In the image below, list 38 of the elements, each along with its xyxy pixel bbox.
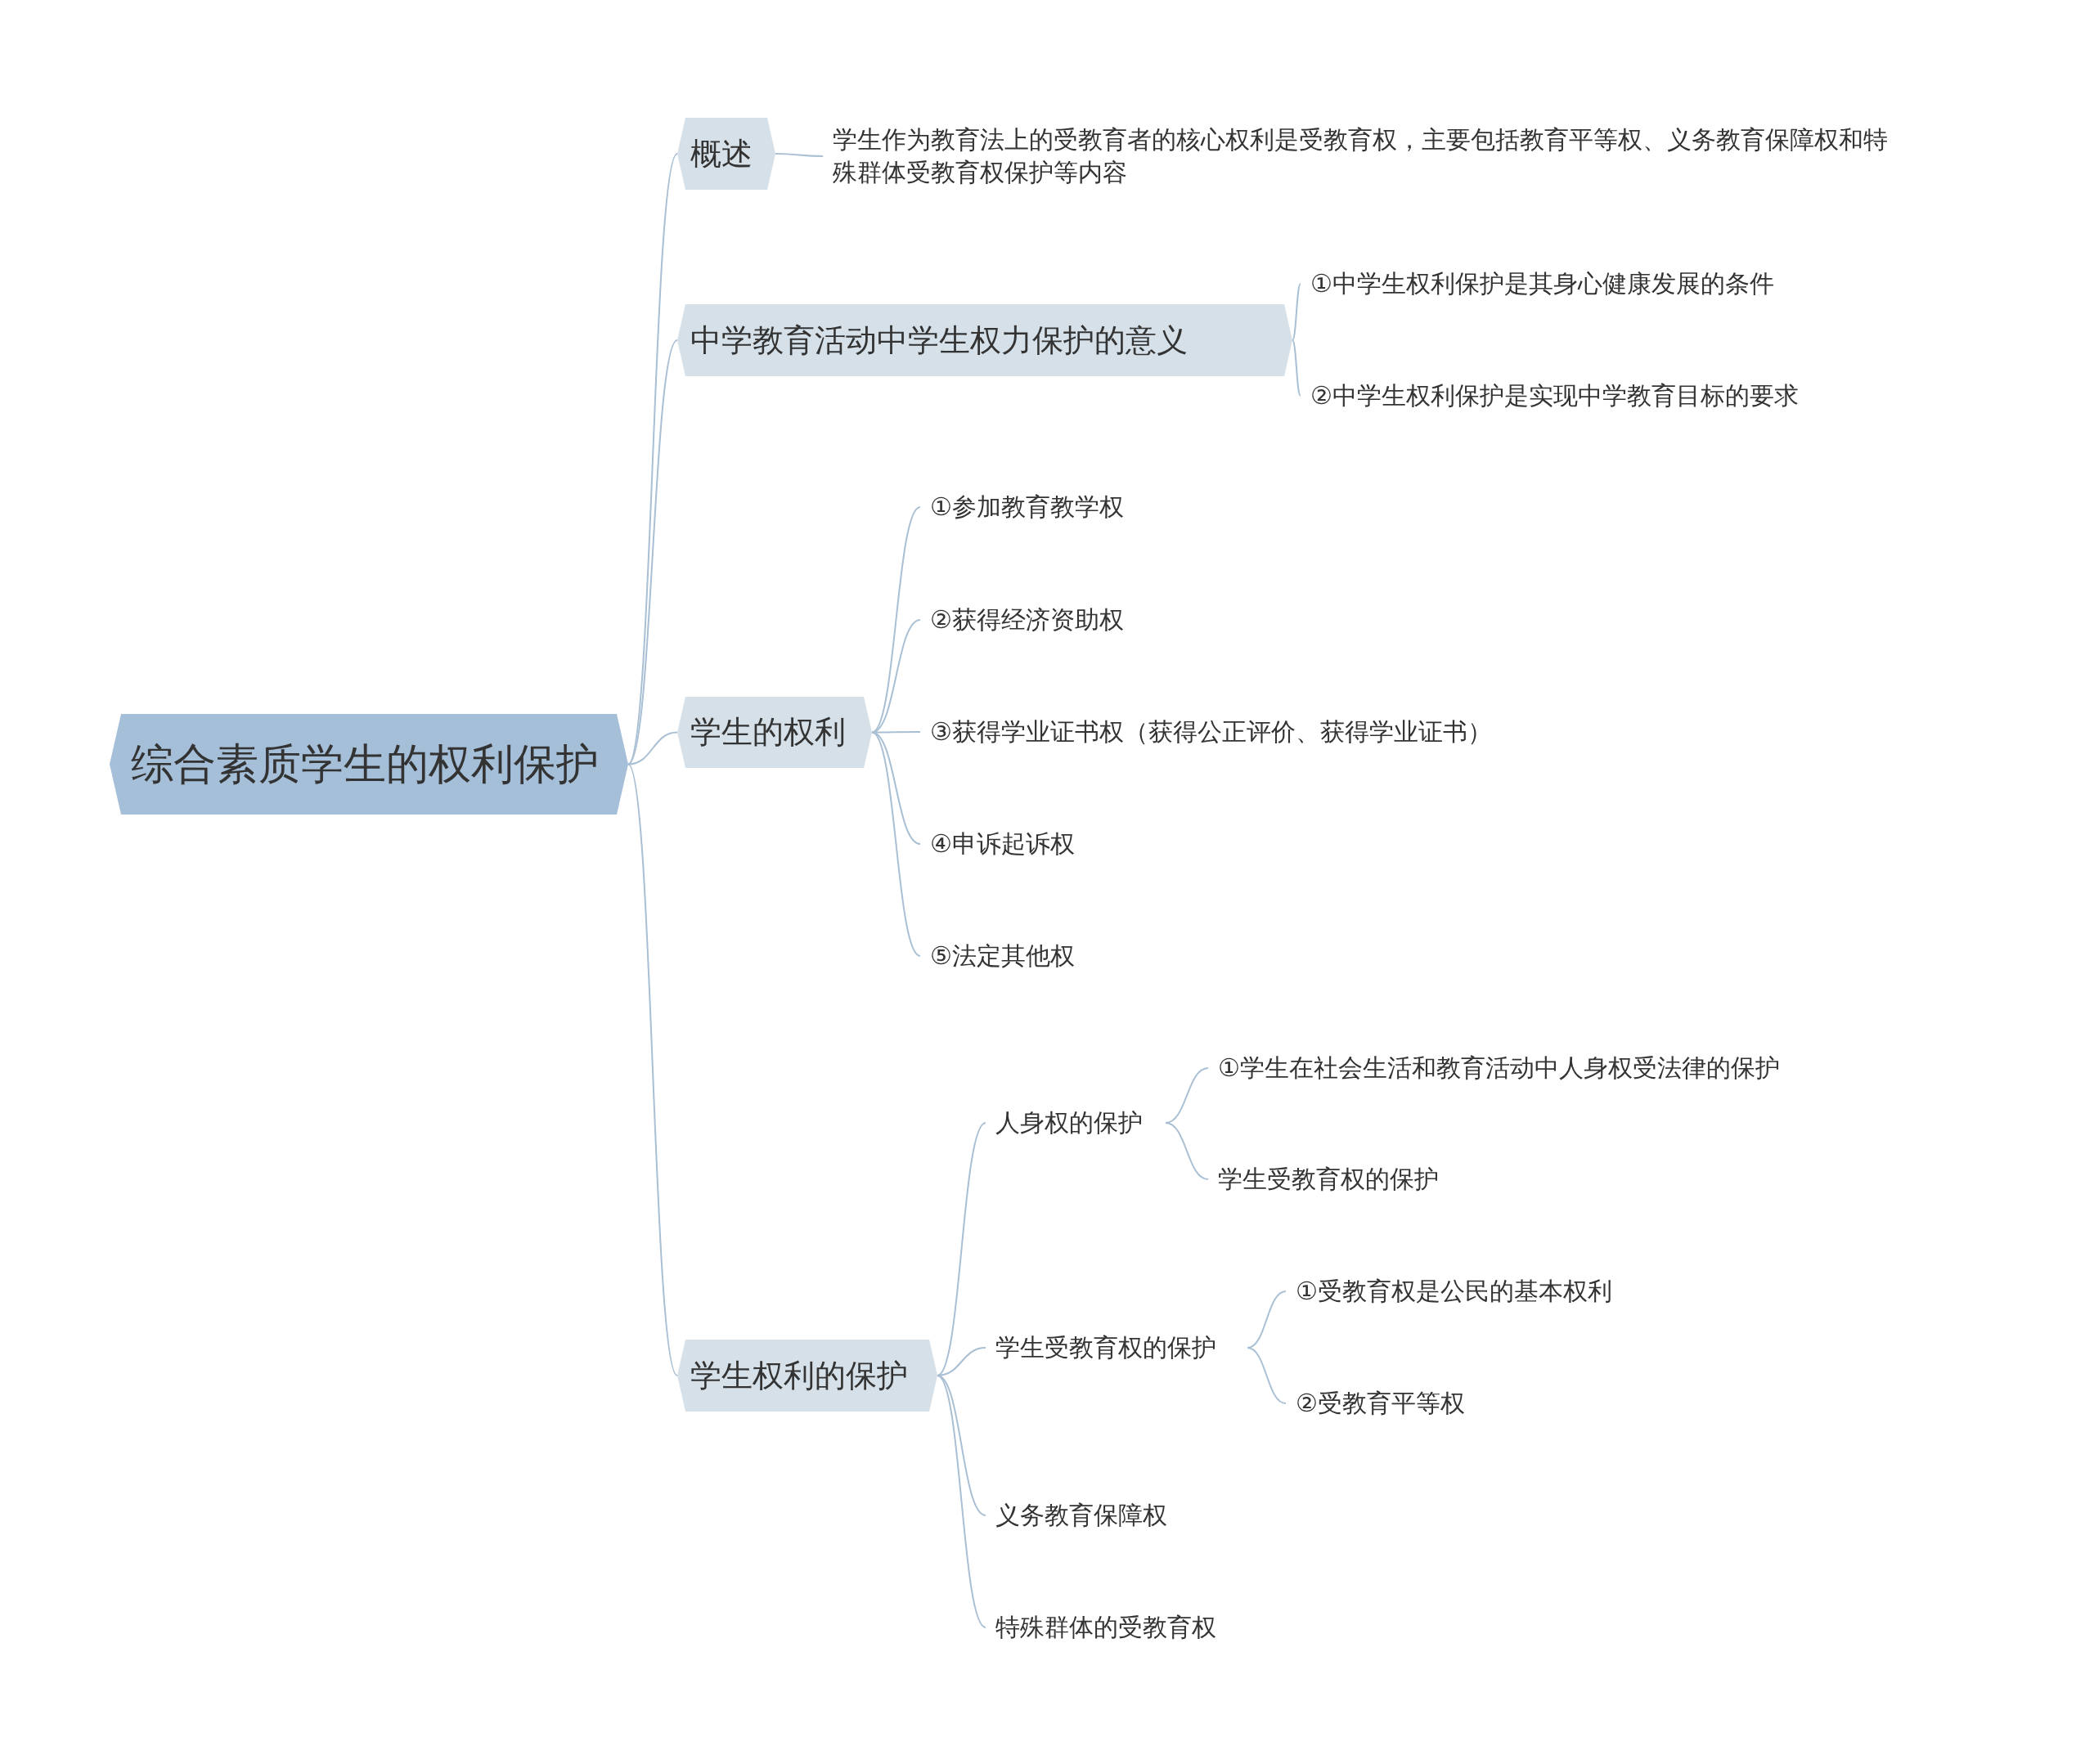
branch-text: ②获得经济资助权 (930, 604, 1124, 635)
connector-line (1247, 1347, 1287, 1404)
branch-text: ①学生在社会生活和教育活动中人身权受法律的保护 (1218, 1052, 1780, 1084)
topic-box (677, 697, 872, 768)
branch-text: ③获得学业证书权（获得公正评价、获得学业证书） (930, 716, 1492, 747)
connector-line (871, 731, 921, 957)
connector-line (1292, 283, 1301, 341)
connector-line (937, 1375, 986, 1516)
connector-line (627, 339, 678, 765)
connector-line (937, 1375, 986, 1628)
branch-text: ②中学生权利保护是实现中学教育目标的要求 (1310, 379, 1799, 411)
topic-box (677, 118, 775, 190)
topic-text: 中学教育活动中学生权力保护的意义 (690, 321, 1188, 360)
branch-text: ⑤法定其他权 (930, 940, 1075, 972)
connector-line (937, 1122, 986, 1376)
branch-text: 学生作为教育法上的受教育者的核心权利是受教育权，主要包括教育平等权、义务教育保障权和特殊群体受教育权保护等内容 (833, 123, 1889, 188)
branch-text: 学生受教育权的保护 (995, 1331, 1216, 1363)
branch-text: 学生受教育权的保护 (1218, 1163, 1439, 1195)
branch-text: ①中学生权利保护是其身心健康发展的条件 (1310, 267, 1774, 299)
branch-text: ①参加教育教学权 (930, 491, 1124, 523)
topic-box (677, 304, 1292, 376)
central-topic-text: 综合素质学生的权利保护 (131, 738, 599, 790)
topic-text: 学生的权利 (690, 713, 846, 752)
branch-text: 人身权的保护 (995, 1106, 1143, 1138)
connector-line (1165, 1122, 1209, 1180)
branch-text: ②受教育平等权 (1296, 1387, 1465, 1419)
connector-line (775, 153, 824, 157)
branch-text: 特殊群体的受教育权 (995, 1611, 1216, 1643)
connector-line (1292, 339, 1301, 397)
branch-text: ①受教育权是公民的基本权利 (1296, 1275, 1612, 1307)
topic-text: 概述 (690, 134, 753, 173)
connector-line (627, 763, 678, 1376)
topic-text: 学生权利的保护 (690, 1356, 908, 1395)
topic-box (677, 1340, 937, 1412)
central-topic (110, 714, 628, 815)
connector-line (627, 731, 678, 765)
branch-text: 义务教育保障权 (995, 1499, 1167, 1531)
branch-text: ④申诉起诉权 (930, 828, 1075, 860)
